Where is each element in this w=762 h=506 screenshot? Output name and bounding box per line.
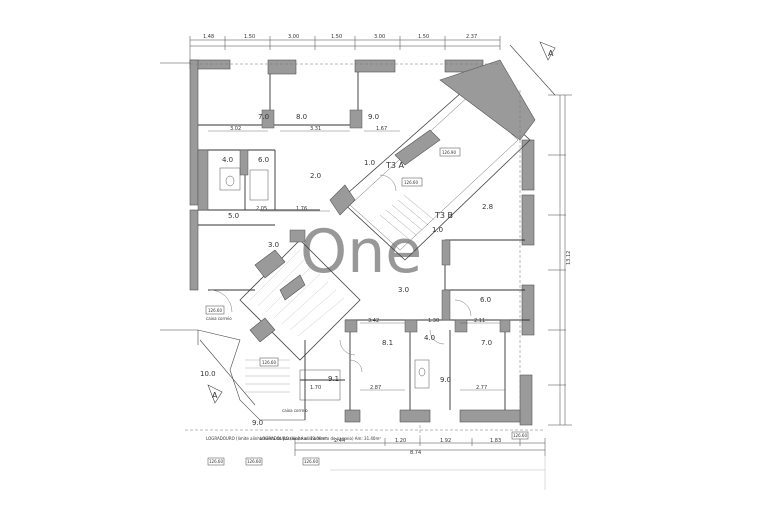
bottom-dimension-labels: 2.44 1.20 1.92 1.83 8.74 <box>334 438 501 456</box>
stair-core <box>329 59 536 261</box>
room-label: 2.0 <box>310 172 321 180</box>
room-label: 7.0 <box>481 339 492 347</box>
room-label: 3.0 <box>398 286 409 294</box>
room-label: 6.0 <box>258 156 269 164</box>
room-label: 9.1 <box>328 375 339 383</box>
room-label: 9.0 <box>252 419 263 427</box>
room-label: 1.0 <box>432 226 443 234</box>
right-dim-label: 13.12 <box>566 251 572 265</box>
bottom-dim-label: 2.44 <box>334 438 345 444</box>
inner-dim-label: 3.42 <box>368 318 379 324</box>
room-label: 10.0 <box>200 370 216 378</box>
legend-right: LOGRADOURO (limite alinhamento do passei… <box>260 436 381 441</box>
level-label: 126.60 <box>208 308 222 313</box>
section-marker-top: A <box>509 41 556 96</box>
inner-dim-label: 2.05 <box>256 206 267 212</box>
inner-dim-label: 2.11 <box>474 318 485 324</box>
bottom-dim-label: 8.74 <box>410 450 421 456</box>
unit-label-t3b: T3 B <box>434 211 453 220</box>
level-label: 126.60 <box>513 433 527 438</box>
legend-text: LOGRADOURO (limite alinhamento do passei… <box>260 436 381 441</box>
inner-dim-label: 1.70 <box>310 385 321 391</box>
top-dim-label: 1.50 <box>244 34 255 40</box>
mailbox-note: caixa correio <box>206 316 232 321</box>
level-label: 126.90 <box>442 150 456 155</box>
room-label: 5.0 <box>228 212 239 220</box>
level-label: 126.60 <box>304 459 318 464</box>
watermark: One <box>300 217 422 287</box>
dashed-guides <box>185 63 545 440</box>
partition-nubs <box>197 109 511 333</box>
inner-dim-label: 1.67 <box>376 126 387 132</box>
room-label: 7.0 <box>258 113 269 121</box>
top-dim-label: 1.48 <box>203 34 214 40</box>
sidewalk-edge <box>330 455 546 490</box>
inner-dim-label: 2.87 <box>370 385 381 391</box>
room-label: 2.8 <box>482 203 493 211</box>
room-label: 6.0 <box>480 296 491 304</box>
top-dim-label: 1.50 <box>331 34 342 40</box>
right-dimension-line <box>548 94 572 426</box>
room-label: 9.0 <box>440 376 451 384</box>
bottom-dimension-line <box>294 438 546 456</box>
top-dimension-labels: 1.48 1.50 3.00 1.50 3.00 1.50 2.37 <box>203 34 477 40</box>
top-dim-label: 3.00 <box>288 34 299 40</box>
level-boxes <box>205 147 529 466</box>
room-label: 1.0 <box>364 159 375 167</box>
inner-dimension-lines <box>208 130 505 391</box>
interior-walls <box>198 72 530 420</box>
top-dim-label: 2.37 <box>466 34 477 40</box>
bottom-dim-label: 1.83 <box>490 438 501 444</box>
room-labels: 7.0 8.0 9.0 4.0 6.0 2.0 1.0 5.0 3.0 2.8 … <box>200 113 493 427</box>
room-label: 4.0 <box>424 334 435 342</box>
inner-dim-label: 1.30 <box>428 318 439 324</box>
bathroom-fixtures <box>219 167 430 401</box>
section-marker-label: A <box>212 391 218 400</box>
room-label: 3.0 <box>268 241 279 249</box>
level-label: 126.60 <box>247 459 261 464</box>
level-label: 126.60 <box>262 360 276 365</box>
level-label: 126.60 <box>404 180 418 185</box>
bottom-dim-label: 1.92 <box>440 438 451 444</box>
bottom-dim-label: 1.20 <box>395 438 406 444</box>
room-label: 9.0 <box>368 113 379 121</box>
level-label: 126.60 <box>209 459 223 464</box>
top-dim-label: 3.00 <box>374 34 385 40</box>
room-label: 8.0 <box>296 113 307 121</box>
legend-left: LOGRADOURO (limite alinhamento do passei… <box>206 436 327 441</box>
section-marker-label: A <box>548 49 554 58</box>
section-marker-bottom: A <box>199 339 256 406</box>
mailbox-note-line: caixa correio <box>206 316 232 321</box>
entry-stair-block <box>239 239 361 361</box>
inner-dim-label: 2.77 <box>476 385 487 391</box>
legend-text: LOGRADOURO (limite alinhamento do passei… <box>206 436 327 441</box>
mailbox-notes: caixa correio caixa correio <box>206 316 308 413</box>
mailbox-note-line: caixa correio <box>282 408 308 413</box>
exterior-entry <box>160 62 305 421</box>
inner-dim-label: 3.31 <box>310 126 321 132</box>
room-label: 8.1 <box>382 339 393 347</box>
inner-dim-label: 1.76 <box>296 206 307 212</box>
top-dimension-line <box>189 36 501 64</box>
inner-dimension-labels: 3.02 3.31 1.67 1.76 2.05 3.42 1.30 2.11 … <box>230 126 487 391</box>
room-label: 4.0 <box>222 156 233 164</box>
door-swings <box>209 174 472 373</box>
unit-label-t3a: T3 A <box>385 161 405 170</box>
mailbox-note: caixa correio <box>282 408 308 413</box>
level-box-labels: 126.90 126.60 126.60 126.60 126.60 126.6… <box>208 150 527 464</box>
top-dim-label: 1.50 <box>418 34 429 40</box>
inner-dim-label: 3.02 <box>230 126 241 132</box>
